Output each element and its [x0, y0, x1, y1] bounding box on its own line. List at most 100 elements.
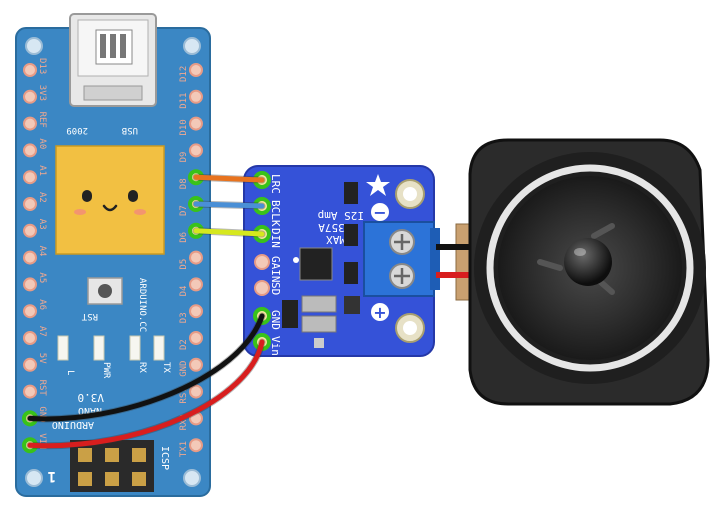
amp-pin-label: Vin [269, 336, 282, 356]
led-label-tx: TX [161, 362, 171, 373]
speaker [436, 138, 710, 406]
arduino-pin-label: GND [179, 361, 189, 377]
star-logo-icon [366, 174, 390, 196]
arduino-pin-label: GND [37, 406, 47, 422]
arduino-pin-d4 [189, 277, 203, 292]
plus-symbol: + [373, 303, 386, 322]
speaker-dust-cap [564, 238, 612, 286]
arduino-pin-label: TX1 [179, 441, 189, 457]
arduino-pin-label: A0 [37, 138, 47, 149]
arduino-pin-a4 [23, 250, 37, 265]
arduino-pin-a2 [23, 197, 37, 211]
arduino-pin-label: REF [37, 112, 47, 128]
arduino-pin-label: D8 [179, 178, 189, 189]
arduino-pin-label: D3 [179, 312, 189, 323]
brand-label: ARDUINO.CC [137, 278, 147, 332]
arduino-pin-a6 [23, 304, 37, 319]
arduino-pin-rst [23, 384, 37, 399]
amp-pin-label: SD [269, 282, 282, 295]
arduino-pin-label: D6 [179, 232, 189, 243]
arduino-pin-a1 [23, 170, 37, 185]
arduino-pin-a5 [23, 277, 37, 292]
usb-label: USB [122, 125, 138, 135]
arduino-pin-label: D2 [179, 339, 189, 350]
mounting-hole [183, 37, 201, 55]
arduino-pin-label: A7 [37, 326, 47, 337]
minus-marker [371, 203, 389, 221]
arduino-pin-rst [189, 384, 203, 399]
arduino-pin-5v [23, 357, 37, 372]
arduino-nano-board: USB 2009 RST ARDUINO.CC L PWR RX T [15, 13, 211, 497]
arduino-pin-d2 [189, 331, 203, 345]
arduino-pin-label: A5 [37, 272, 47, 283]
year-label: 2009 [66, 125, 88, 135]
arduino-pin-label: D12 [179, 66, 189, 82]
arduino-pin-label: 5V [37, 353, 47, 364]
arduino-pin-label: D9 [179, 152, 189, 163]
amp-ic [293, 247, 333, 281]
microcontroller-chip [55, 145, 165, 255]
max98357a-amplifier-board: MAX 98357A I2S Amp [243, 165, 440, 357]
nano-label: NANO [78, 405, 102, 416]
version-label: V3.0 [78, 391, 105, 404]
arduino-pin-label: D10 [179, 119, 189, 135]
amp-pin-gain [254, 254, 270, 270]
arduino-pin-label: RST [37, 380, 47, 397]
smd-components [282, 182, 360, 348]
arduino-pin-label: A4 [37, 246, 47, 257]
speaker-wire-positive [436, 272, 470, 278]
amp-pin-label: GAIN [269, 256, 282, 283]
mounting-hole [183, 469, 201, 487]
amp-title-line1: MAX [326, 233, 346, 246]
chip-smile [102, 204, 118, 212]
arduino-pin-label: D11 [179, 93, 189, 109]
arduino-pin-label: A1 [37, 165, 47, 176]
arduino-pin-a0 [23, 143, 37, 158]
wire-gnd [27, 313, 265, 422]
arduino-pin-a7 [23, 331, 37, 345]
mounting-hole [25, 37, 43, 55]
wire-lrc [193, 174, 265, 183]
usb-connector [69, 13, 157, 107]
arduino-pin-label: D4 [179, 286, 189, 297]
led-label-pwr: PWR [101, 362, 111, 379]
arduino-pin-label: 3V3 [37, 85, 47, 101]
chip-eye-right [128, 190, 138, 202]
arduino-pin-d9 [189, 143, 203, 158]
wire-din [193, 228, 265, 237]
speaker-terminal-block [363, 221, 440, 297]
pin1-label: 1 [48, 468, 56, 484]
amp-pin-label: DIN [269, 228, 282, 248]
chip-eye-left [82, 190, 92, 202]
wire-bclk [193, 201, 265, 209]
arduino-pin-headers: D133V3REFA0A1A2A3A4A5A6A75VRSTGNDVIND12D… [22, 58, 204, 457]
arduino-pin-label: D5 [179, 259, 189, 270]
led-label-l: L [65, 370, 75, 375]
arduino-pin-label: VIN [37, 433, 47, 449]
rst-button-label: RST [81, 311, 98, 321]
amp-pin-label: GND [269, 310, 282, 330]
amp-pin-sd [254, 280, 270, 296]
wire-vin [27, 339, 265, 449]
arduino-pin-tx1 [189, 438, 203, 453]
icsp-label: ICSP [159, 446, 170, 470]
arduino-pin-d10 [189, 116, 203, 131]
arduino-pin-label: RST [179, 387, 189, 404]
arduino-pin-gnd [189, 357, 203, 372]
arduino-pin-a3 [23, 223, 37, 238]
speaker-surround [486, 164, 694, 372]
arduino-pin-d12 [189, 63, 203, 77]
arduino-pin-3v3 [23, 89, 37, 104]
amp-pin-label: LRC [269, 174, 282, 194]
minus-symbol: − [373, 203, 386, 222]
reset-button[interactable] [87, 277, 123, 305]
mounting-hole [25, 469, 43, 487]
speaker-wire-negative [436, 244, 470, 250]
amp-title-line3: I2S Amp [318, 209, 364, 222]
wires [26, 173, 266, 450]
arduino-pin-d11 [189, 89, 203, 104]
plus-marker [371, 303, 389, 321]
icsp-header [70, 440, 154, 492]
status-leds [57, 335, 165, 361]
